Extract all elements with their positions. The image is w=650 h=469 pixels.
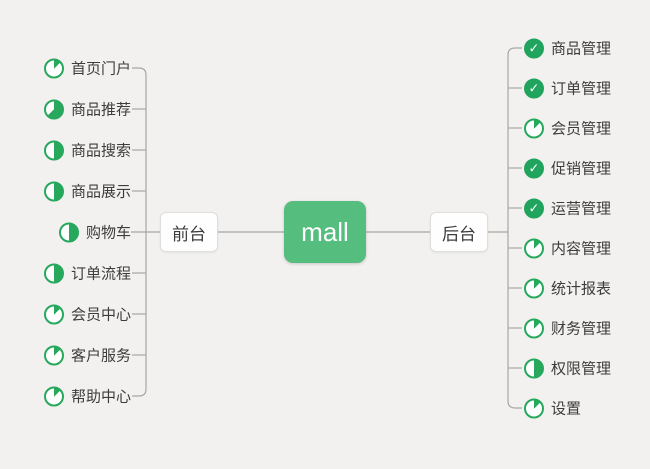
topic-label: 购物车 xyxy=(85,224,131,242)
branch-topic-label: 后台 xyxy=(442,224,476,244)
topic-row[interactable]: 设置 xyxy=(524,398,581,419)
topic-row[interactable]: 促销管理 xyxy=(524,158,611,179)
topic-row[interactable]: 会员中心 xyxy=(0,304,131,325)
topic-label: 客户服务 xyxy=(70,347,131,365)
topic-label: 商品展示 xyxy=(70,183,131,201)
topic-row[interactable]: 统计报表 xyxy=(524,278,611,299)
topic-label: 订单流程 xyxy=(70,265,131,283)
branch-topic-frontend[interactable]: 前台 xyxy=(160,212,218,252)
topic-label: 权限管理 xyxy=(551,360,612,378)
progress-pie-icon xyxy=(43,263,64,283)
progress-pie-icon xyxy=(524,38,544,58)
branch-topic-label: 前台 xyxy=(172,224,206,244)
topic-row[interactable]: 内容管理 xyxy=(524,238,611,259)
progress-pie-icon xyxy=(43,345,64,365)
progress-pie-icon xyxy=(524,198,544,218)
topic-row[interactable]: 商品推荐 xyxy=(0,99,131,120)
topic-label: 会员管理 xyxy=(551,120,612,138)
topic-row[interactable]: 帮助中心 xyxy=(0,386,131,407)
progress-pie-icon xyxy=(43,181,64,201)
topic-row[interactable]: 运营管理 xyxy=(524,198,611,219)
root-topic-mall[interactable]: mall xyxy=(284,201,366,263)
topic-row[interactable]: 客户服务 xyxy=(0,345,131,366)
topic-label: 商品管理 xyxy=(551,40,612,58)
progress-pie-icon xyxy=(43,58,64,78)
progress-pie-icon xyxy=(43,99,64,119)
topic-row[interactable]: 权限管理 xyxy=(524,358,611,379)
topic-label: 订单管理 xyxy=(551,80,612,98)
topic-label: 首页门户 xyxy=(70,60,131,78)
progress-pie-icon xyxy=(524,238,544,258)
topic-row[interactable]: 商品搜索 xyxy=(0,140,131,161)
topic-label: 帮助中心 xyxy=(70,388,131,406)
topic-label: 商品搜索 xyxy=(70,142,131,160)
progress-pie-icon xyxy=(524,358,544,378)
topic-label: 运营管理 xyxy=(551,200,612,218)
topic-row[interactable]: 商品展示 xyxy=(0,181,131,202)
progress-pie-icon xyxy=(524,158,544,178)
progress-pie-icon xyxy=(524,318,544,338)
progress-pie-icon xyxy=(524,118,544,138)
topic-row[interactable]: 首页门户 xyxy=(0,58,131,79)
topic-row[interactable]: 商品管理 xyxy=(524,38,611,59)
topic-row[interactable]: 购物车 xyxy=(0,222,131,243)
progress-pie-icon xyxy=(524,78,544,98)
topic-label: 会员中心 xyxy=(70,306,131,324)
topic-label: 内容管理 xyxy=(551,240,612,258)
topic-row[interactable]: 财务管理 xyxy=(524,318,611,339)
topic-label: 统计报表 xyxy=(551,280,612,298)
topic-row[interactable]: 订单流程 xyxy=(0,263,131,284)
progress-pie-icon xyxy=(43,140,64,160)
topic-row[interactable]: 会员管理 xyxy=(524,118,611,139)
topic-row[interactable]: 订单管理 xyxy=(524,78,611,99)
left-bracket xyxy=(132,67,147,397)
topic-label: 商品推荐 xyxy=(70,101,131,119)
topic-label: 设置 xyxy=(551,400,582,418)
topic-label: 促销管理 xyxy=(551,160,612,178)
progress-pie-icon xyxy=(524,278,544,298)
progress-pie-icon xyxy=(524,398,544,418)
progress-pie-icon xyxy=(58,222,79,242)
progress-pie-icon xyxy=(43,386,64,406)
branch-topic-backend[interactable]: 后台 xyxy=(430,212,488,252)
root-topic-label: mall xyxy=(301,216,349,247)
right-bracket xyxy=(507,47,522,409)
topic-label: 财务管理 xyxy=(551,320,612,338)
progress-pie-icon xyxy=(43,304,64,324)
